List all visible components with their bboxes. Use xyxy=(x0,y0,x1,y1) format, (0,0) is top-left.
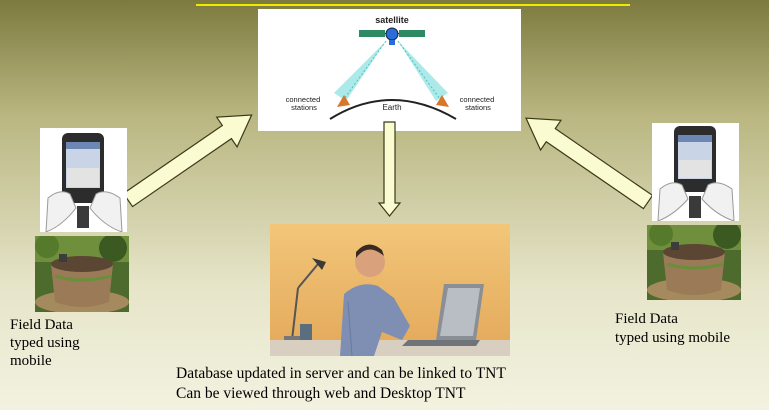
left-station-icon xyxy=(337,95,350,107)
satellite-diagram: satellite Earth connected stations conne… xyxy=(258,9,521,131)
title-underline xyxy=(196,4,630,6)
satellite-label: satellite xyxy=(375,15,409,25)
person-figure xyxy=(340,244,410,356)
bottom-caption: Database updated in server and can be li… xyxy=(176,365,506,402)
earth-label: Earth xyxy=(382,103,401,112)
left-caption: Field Data typed using mobile xyxy=(10,317,80,369)
office-worker-image xyxy=(270,224,510,356)
desk-lamp-icon xyxy=(284,258,326,341)
right-station-label: connected stations xyxy=(460,95,497,112)
left-station-label: connected stations xyxy=(286,95,323,112)
earth-arc xyxy=(329,99,457,120)
right-phone-image xyxy=(652,123,739,221)
right-caption: Field Data typed using mobile xyxy=(615,311,730,346)
satellite-beams xyxy=(334,40,448,101)
right-station-icon xyxy=(436,95,449,107)
satellite-icon xyxy=(359,27,425,45)
down-arrow xyxy=(377,121,402,217)
right-well-image xyxy=(647,225,741,300)
left-arrow xyxy=(122,114,253,208)
right-arrow xyxy=(525,117,654,210)
left-phone-image xyxy=(40,128,127,232)
laptop-icon xyxy=(402,284,484,346)
left-well-image xyxy=(35,236,129,312)
